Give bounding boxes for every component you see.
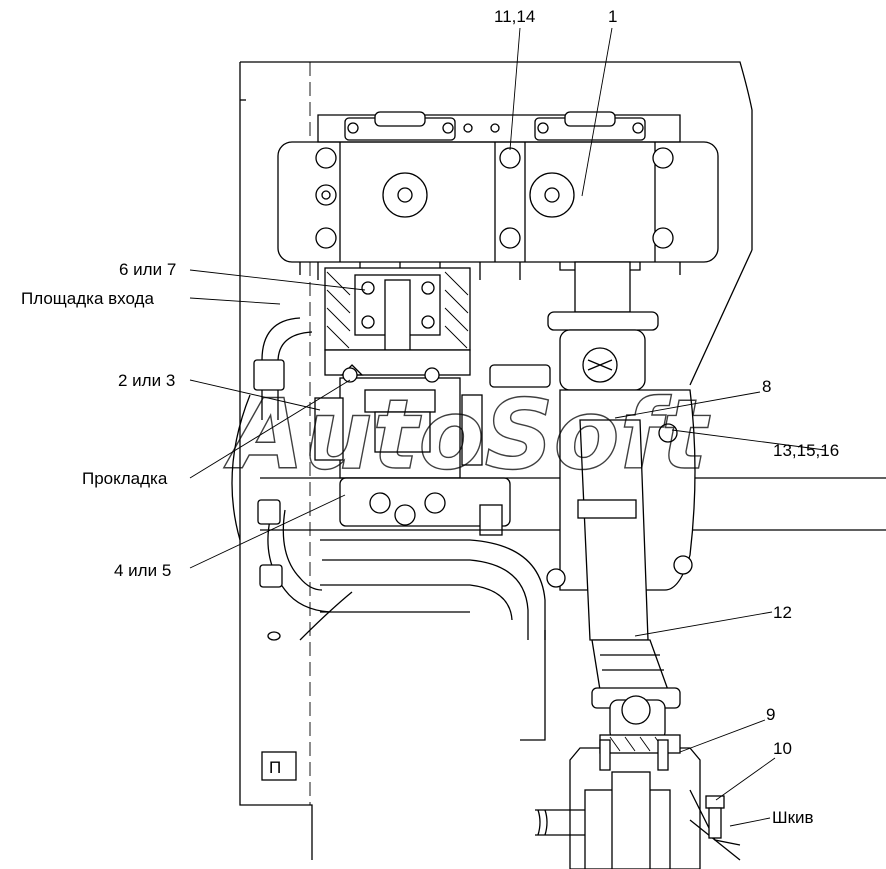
leader-lines xyxy=(189,27,826,827)
hoses xyxy=(231,317,546,641)
watermark-text: AutoSoft xyxy=(223,379,710,491)
label-9: 9 xyxy=(766,705,775,724)
bearing-housing xyxy=(324,267,471,376)
label-4-5: 4 или 5 xyxy=(114,561,171,580)
label-1: 1 xyxy=(608,7,617,26)
label-8: 8 xyxy=(762,377,771,396)
watermark: AutoSoft xyxy=(222,378,711,491)
pulley-assembly xyxy=(535,734,741,869)
label-pulley: Шкив xyxy=(772,808,814,827)
label-11-14: 11,14 xyxy=(494,7,535,26)
label-2-3: 2 или 3 xyxy=(118,371,175,390)
cardan-shaft xyxy=(546,261,696,741)
label-6-7: 6 или 7 xyxy=(119,260,176,279)
gearbox-housing xyxy=(277,111,719,280)
label-p: П xyxy=(269,758,281,777)
pump-assembly xyxy=(314,364,551,536)
callout-labels: 11,14 1 6 или 7 Площадка входа 2 или 3 8… xyxy=(21,7,839,827)
label-10: 10 xyxy=(773,739,792,758)
label-gasket: Прокладка xyxy=(82,469,168,488)
label-12: 12 xyxy=(773,603,792,622)
label-13-15-16: 13,15,16 xyxy=(773,441,839,460)
label-entrance-platform: Площадка входа xyxy=(21,289,154,308)
